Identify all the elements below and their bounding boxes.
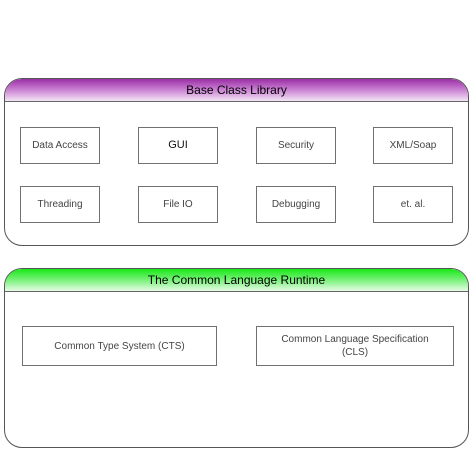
debugging-box: Debugging (256, 186, 336, 223)
data-access-box: Data Access (20, 127, 100, 164)
gui-box: GUI (138, 127, 218, 164)
clr-title: The Common Language Runtime (5, 269, 468, 292)
et-al-box: et. al. (373, 186, 453, 223)
file-io-box: File IO (138, 186, 218, 223)
cts-box: Common Type System (CTS) (22, 326, 217, 366)
clr-panel: The Common Language Runtime Common Type … (4, 268, 469, 448)
xml-soap-box: XML/Soap (373, 127, 453, 164)
threading-box: Threading (20, 186, 100, 223)
base-class-library-title: Base Class Library (5, 79, 468, 102)
base-class-library-panel: Base Class Library Data Access GUI Secur… (4, 78, 469, 246)
security-box: Security (256, 127, 336, 164)
cls-box: Common Language Specification (CLS) (256, 326, 454, 366)
